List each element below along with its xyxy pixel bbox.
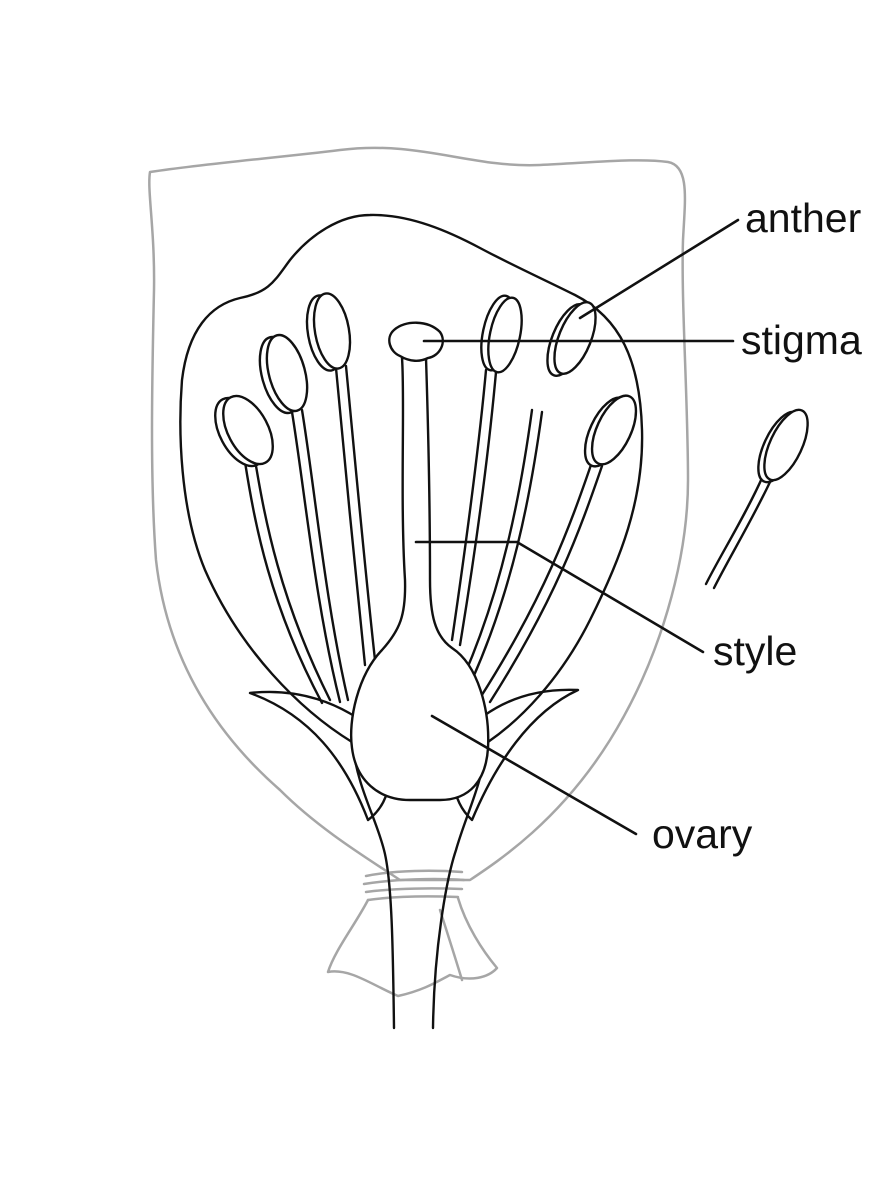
anther-1 xyxy=(214,394,274,468)
label-style: style xyxy=(713,628,797,674)
anther-leader xyxy=(578,218,740,320)
ovary-leader xyxy=(430,714,638,836)
label-anther: anther xyxy=(745,195,861,241)
leader-lines xyxy=(414,218,740,836)
detached-stamen xyxy=(704,408,809,590)
anther-3 xyxy=(305,292,352,372)
label-ovary: ovary xyxy=(652,811,753,857)
stamen-1 xyxy=(214,394,332,705)
stamen-2 xyxy=(258,333,350,704)
ovary-and-style xyxy=(350,356,490,802)
bag-tie xyxy=(362,869,466,902)
flower xyxy=(179,213,644,1030)
stamen-3 xyxy=(305,292,377,667)
style-leader xyxy=(414,540,705,654)
stamens xyxy=(214,292,638,705)
bag-skirt xyxy=(326,896,499,998)
anther-4 xyxy=(480,294,523,374)
pistil xyxy=(350,321,490,802)
bag-outline xyxy=(148,146,690,882)
anther-2 xyxy=(258,333,309,415)
stalk-left xyxy=(350,740,396,1030)
label-stigma: stigma xyxy=(741,317,862,363)
stamen-4 xyxy=(450,294,523,647)
stamen-6 xyxy=(478,394,638,704)
stigma-shape xyxy=(388,321,444,362)
petal-outline xyxy=(179,213,644,744)
anther-6 xyxy=(583,394,638,468)
stalk-right xyxy=(431,740,490,1030)
labels: anther stigma style ovary xyxy=(652,195,862,857)
